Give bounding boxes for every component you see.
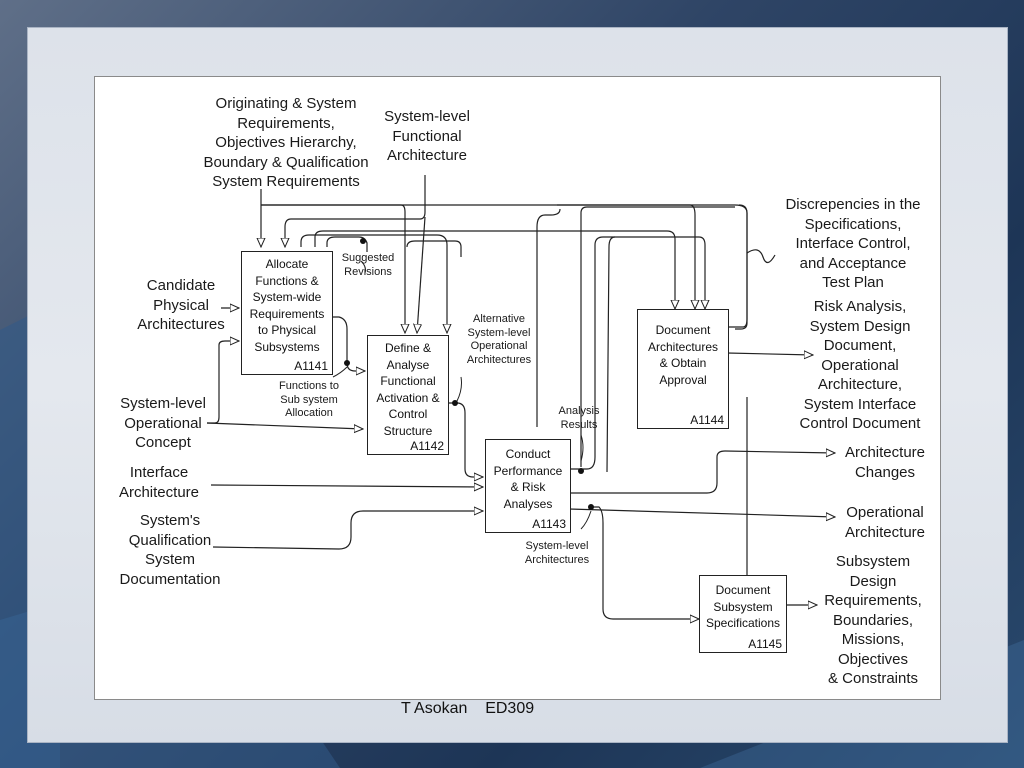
process-box-a1145: Document Subsystem Specifications A1145 [699,575,787,653]
note-alternative-architectures: Alternative System-level Operational Arc… [466,313,532,366]
process-box-a1143: Conduct Performance & Risk Analyses A114… [485,439,571,533]
process-label: Conduct Performance & Risk Analyses [493,447,563,511]
process-code: A1144 [690,413,724,427]
connector-lines [206,175,940,699]
process-label: Document Subsystem Specifications [705,583,781,630]
process-code: A1145 [748,637,782,651]
label-architecture-changes: Architecture Changes [844,444,926,481]
label-discrepancies: Discrepencies in the Specifications, Int… [785,196,921,291]
process-box-a1144: Document Architectures & Obtain Approval… [637,309,729,429]
process-box-a1141: Allocate Functions & System-wide Require… [241,251,333,375]
idef0-diagram: Allocate Functions & System-wide Require… [94,76,941,700]
process-label: Allocate Functions & System-wide Require… [249,257,325,354]
process-label: Document Architectures & Obtain Approval [647,323,719,387]
process-code: A1143 [532,517,566,531]
footer-text: T Asokan ED309 [401,700,535,717]
label-operational-architecture: Operational Architecture [844,504,926,541]
label-originating-requirements: Originating & System Requirements, Objec… [203,95,369,190]
label-risk-analysis-outputs: Risk Analysis, System Design Document, O… [799,298,921,432]
note-functions-to-subsystem: Functions to Sub system Allocation [279,380,339,419]
label-system-functional-architecture: System-level Functional Architecture [384,108,470,164]
note-analysis-results: Analysis Results [558,405,600,431]
label-qualification-documentation: System's Qualification System Documentat… [119,512,221,588]
process-code: A1142 [410,439,444,453]
label-candidate-physical-architectures: Candidate Physical Architectures [137,277,225,333]
label-interface-architecture: Interface Architecture [118,464,200,501]
label-subsystem-design-requirements: Subsystem Design Requirements, Boundarie… [824,553,922,687]
process-code: A1141 [294,359,328,373]
label-system-operational-concept: System-level Operational Concept [120,395,206,451]
process-box-a1142: Define & Analyse Functional Activation &… [367,335,449,455]
note-suggested-revisions: Suggested Revisions [341,252,395,278]
note-system-level-architectures: System-level Architectures [524,540,590,566]
process-label: Define & Analyse Functional Activation &… [376,341,440,438]
